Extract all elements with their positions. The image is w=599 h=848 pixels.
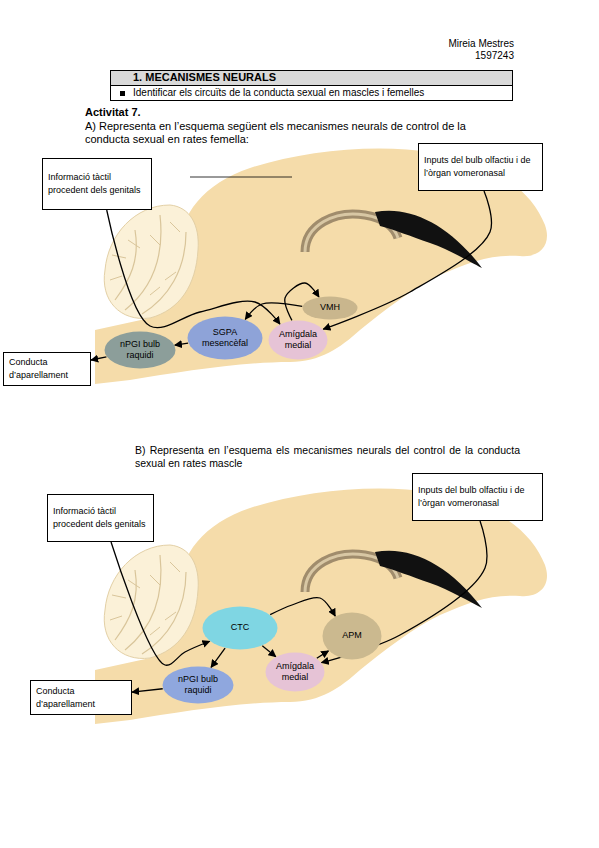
brain-nucleus: CTC (202, 606, 278, 650)
output-box: Conducta d’aparellament (3, 352, 91, 386)
connector-arrow (132, 689, 163, 692)
connector-arrow (211, 648, 225, 667)
section-heading: 1. MECANISMES NEURALS (110, 70, 513, 86)
author-name: Mireia Mestres (400, 38, 514, 50)
brain-nucleus: Amígdala medial (268, 320, 328, 360)
ellipse-fill (203, 607, 278, 650)
blank-line (190, 177, 292, 178)
brain-nucleus: Amígdala medial (265, 652, 325, 692)
bullet-square (120, 91, 125, 96)
node-text: 1. MECANISMES NEURALS (133, 71, 276, 84)
input-box: Inputs del bulb olfactiu i de l’òrgan vo… (418, 143, 543, 191)
node-text: Conducta d’aparellament (9, 356, 85, 382)
instruction-text: B) Representa en l’esquema els mecanisme… (135, 444, 520, 470)
ellipse-fill (323, 613, 382, 660)
input-box: Informació tàctil procedent dels genital… (42, 158, 152, 210)
connector-arrow (270, 597, 335, 616)
node-text: Conducta d’aparellament (36, 685, 126, 711)
node-text: nPGI bulb raquidi (168, 674, 228, 697)
bullet-symbol (120, 91, 125, 96)
brain-nucleus: APM (322, 612, 382, 660)
node-text: nPGI bulb raquidi (110, 339, 170, 362)
connector-arrow (91, 357, 106, 360)
ellipse-fill (188, 317, 263, 360)
activity-heading: Activitat 7. (85, 106, 285, 118)
connector-arrow (245, 303, 302, 320)
node-text: CTC (231, 622, 250, 633)
connector-arrow (175, 343, 188, 345)
brain-illustration (95, 488, 547, 724)
connector-arrow (262, 646, 276, 657)
connector-arrow (317, 651, 329, 658)
input-box: Informació tàctil procedent dels genital… (47, 494, 154, 542)
node-text: Inputs del bulb olfactiu i de l’òrgan vo… (418, 484, 537, 510)
connector-arrow (322, 521, 487, 663)
ellipse-fill (269, 321, 328, 360)
brain-nucleus: nPGI bulb raquidi (162, 666, 234, 704)
student-id: 1597243 (400, 50, 514, 62)
node-text: Informació tàctil procedent dels genital… (53, 505, 148, 531)
input-box: Inputs del bulb olfactiu i de l’òrgan vo… (412, 473, 543, 521)
node-text: Amígdala medial (271, 661, 319, 684)
brain-nucleus: VMH (302, 296, 358, 320)
node-text: Identificar els circuïts de la conducta … (133, 87, 424, 99)
node-text: APM (342, 630, 362, 641)
ellipse-fill (266, 653, 325, 692)
objective-row: Identificar els circuïts de la conducta … (110, 85, 513, 101)
node-text: Amígdala medial (274, 329, 322, 352)
connector-arrow (111, 542, 210, 665)
node-text: Inputs del bulb olfactiu i de l’òrgan vo… (424, 154, 537, 180)
brain-nucleus: SGPA mesencèfal (187, 316, 263, 360)
node-text: SGPA mesencèfal (193, 327, 257, 350)
node-text: VMH (320, 302, 340, 313)
brain-nucleus: nPGI bulb raquidi (104, 331, 176, 369)
ellipse-fill (303, 297, 358, 320)
ellipse-fill (105, 332, 176, 369)
node-text: Informació tàctil procedent dels genital… (48, 171, 146, 197)
ellipse-fill (163, 667, 234, 704)
output-box: Conducta d’aparellament (30, 680, 132, 715)
